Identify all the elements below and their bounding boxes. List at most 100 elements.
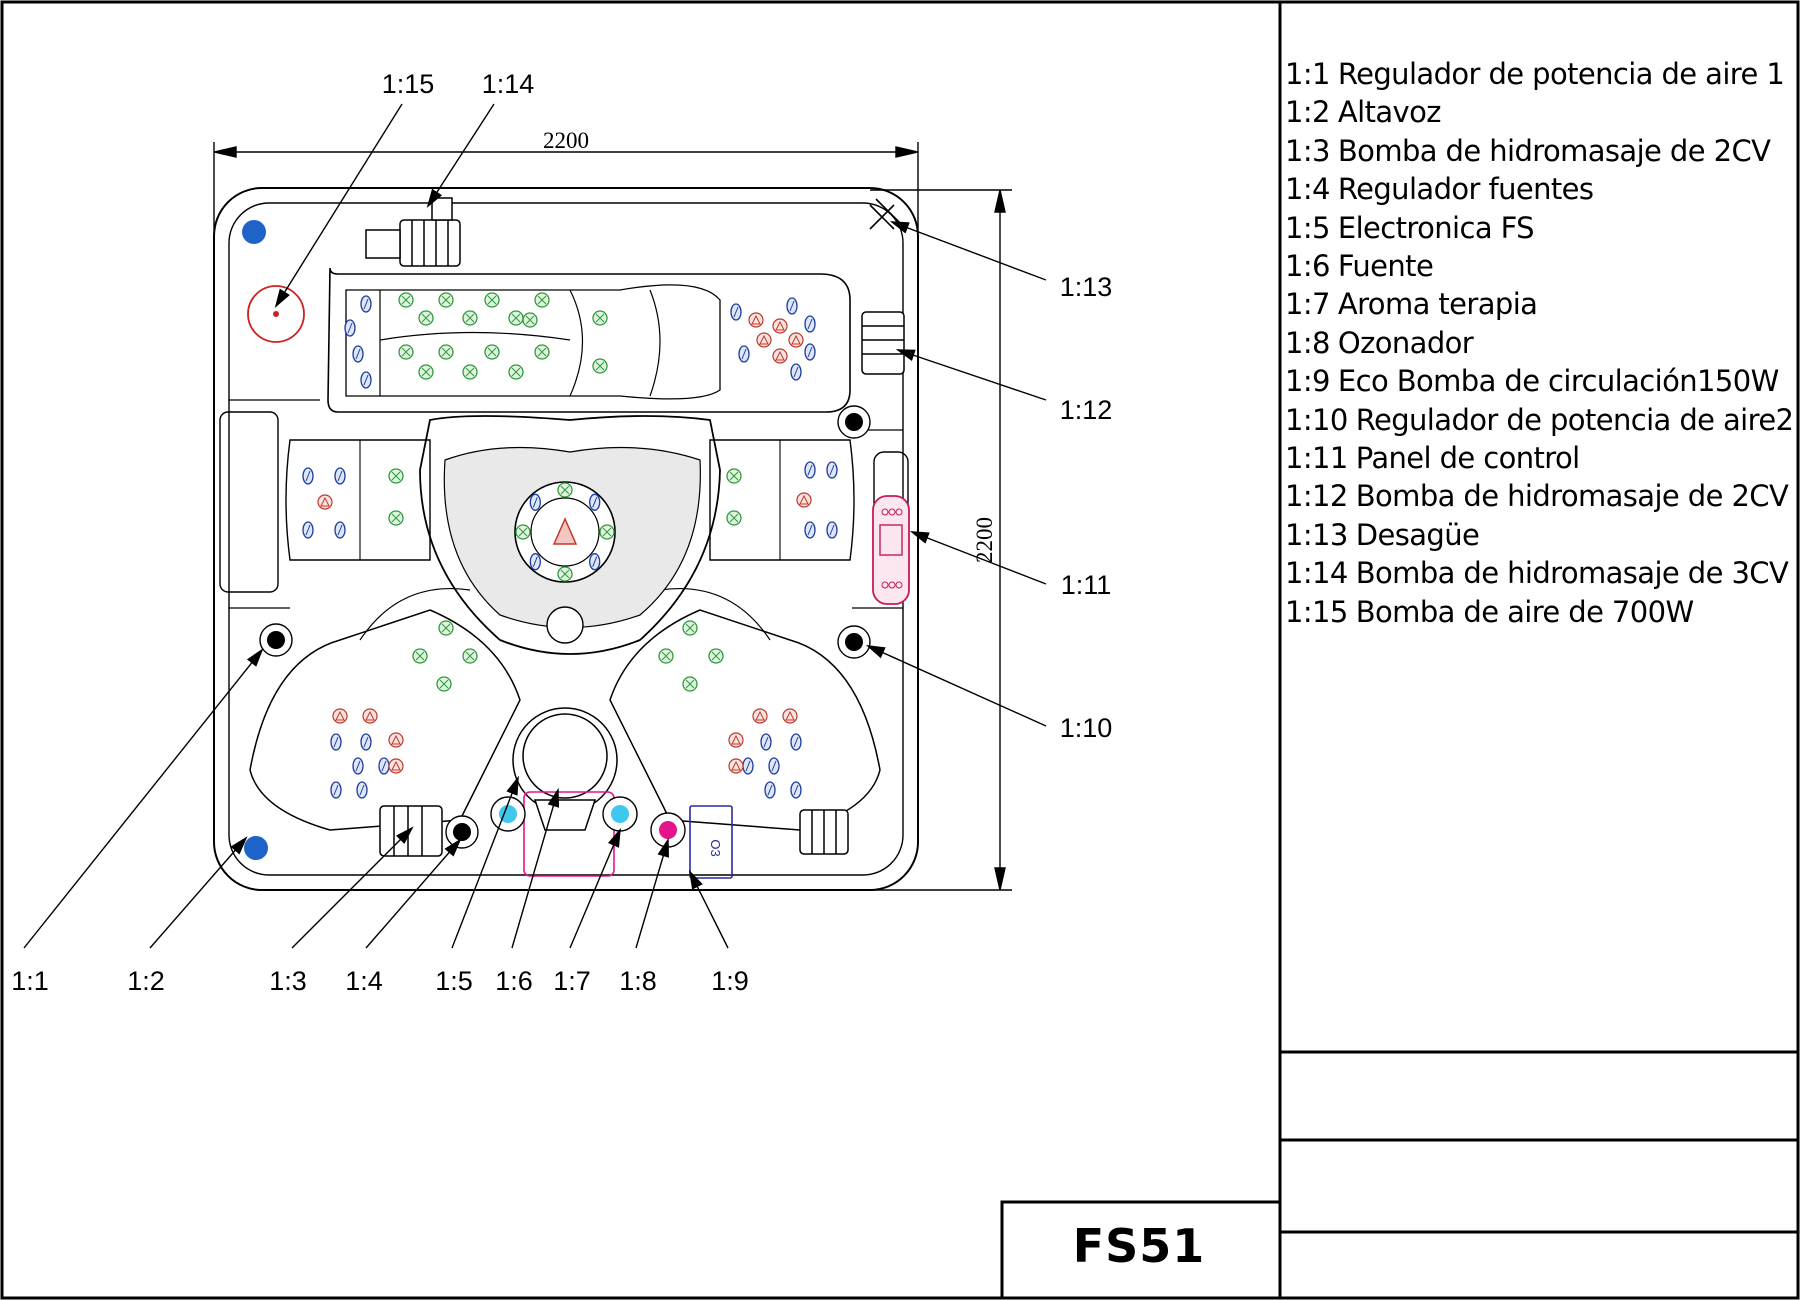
fountain: [602, 796, 638, 832]
massage-jet-green: [484, 292, 500, 308]
air-regulator: [259, 623, 293, 657]
massage-jet-green: [557, 482, 573, 498]
massage-jet-blue: [760, 733, 772, 751]
pump-3hp-top: [399, 219, 461, 267]
leader-1-15-line: [275, 103, 403, 307]
leader-1-11-line: [911, 531, 1047, 585]
massage-jet-blue: [352, 757, 364, 775]
pump-2hp-right: [861, 311, 905, 375]
callout-1-13: 1:13: [1060, 272, 1113, 302]
leader-lines: [23, 103, 1047, 949]
massage-jet-green: [592, 310, 608, 326]
massage-jet-green: [682, 620, 698, 636]
speaker: [244, 836, 268, 860]
massage-jet-green: [438, 292, 454, 308]
massage-jet-blue: [764, 781, 776, 799]
callout-1-7: 1:7: [553, 966, 591, 996]
height-dimension: 2200: [972, 517, 997, 563]
massage-jet-blue: [742, 757, 754, 775]
massage-jet-green: [508, 310, 524, 326]
massage-jet-green: [708, 648, 724, 664]
massage-jet-blue: [804, 343, 816, 361]
massage-jet-green: [398, 344, 414, 360]
ozonator-box: [689, 805, 733, 879]
callout-1-15: 1:15: [382, 69, 435, 99]
massage-jet-green: [557, 566, 573, 582]
massage-jet-green: [436, 676, 452, 692]
leader-1-10-line: [867, 645, 1047, 727]
massage-jet-red: [788, 332, 804, 348]
leader-1-12-line: [897, 349, 1047, 401]
leader-1-6-line: [511, 789, 559, 949]
massage-jet-red: [388, 758, 404, 774]
massage-jet-blue: [790, 781, 802, 799]
ozonator-mark: O3: [708, 839, 723, 856]
massage-jet-red: [332, 708, 348, 724]
massage-jet-red: [362, 708, 378, 724]
callout-1-1: 1:1: [11, 966, 49, 996]
fountain: [490, 796, 526, 832]
speaker: [242, 220, 266, 244]
leader-1-10-arrow: [865, 645, 886, 659]
massage-jet-blue: [344, 319, 356, 337]
massage-jet-blue: [738, 345, 750, 363]
air-pump-dot: [273, 311, 279, 317]
callout-1-11: 1:11: [1061, 570, 1112, 600]
leader-1-3-arrow: [395, 826, 414, 845]
leader-1-13-line: [891, 221, 1047, 281]
massage-jet-red: [748, 312, 764, 328]
massage-jet-blue: [360, 295, 372, 313]
callout-1-6: 1:6: [495, 966, 533, 996]
massage-jet-blue: [360, 733, 372, 751]
massage-jet-blue: [352, 345, 364, 363]
massage-jet-blue: [786, 297, 798, 315]
massage-jet-green: [438, 344, 454, 360]
leader-1-7-arrow: [608, 827, 621, 848]
massage-jet-blue: [589, 553, 601, 571]
massage-jet-red: [796, 492, 812, 508]
massage-jet-green: [515, 524, 531, 540]
callout-1-2: 1:2: [127, 966, 165, 996]
massage-jet-green: [398, 292, 414, 308]
footwell-texture: [443, 446, 701, 644]
massage-jet-green: [462, 364, 478, 380]
model-name: FS51: [1072, 1219, 1206, 1273]
massage-jet-red: [772, 348, 788, 364]
massage-jet-blue: [804, 315, 816, 333]
massage-jet-red: [317, 494, 333, 510]
leader-1-9-arrow: [688, 869, 703, 890]
air-pump-ring: [247, 285, 305, 343]
leader-1-8-arrow: [657, 837, 669, 858]
massage-jet-green: [592, 358, 608, 374]
massage-jet-green: [484, 344, 500, 360]
leader-1-1-arrow: [246, 648, 264, 667]
massage-jet-blue: [826, 521, 838, 539]
leader-1-13-arrow: [889, 221, 910, 234]
callout-1-4: 1:4: [345, 966, 383, 996]
massage-jet-blue: [334, 467, 346, 485]
massage-jet-blue: [330, 733, 342, 751]
massage-jet-blue: [334, 521, 346, 539]
massage-jet-blue: [790, 733, 802, 751]
massage-jet-red: [728, 732, 744, 748]
massage-jet-green: [438, 620, 454, 636]
massage-jet-blue: [378, 757, 390, 775]
massage-jet-green: [412, 648, 428, 664]
massage-jet-blue: [529, 493, 541, 511]
fountain-regulator: [445, 815, 479, 849]
massage-jet-blue: [356, 781, 368, 799]
leader-1-6-arrow: [547, 787, 560, 808]
electronics-box: [523, 791, 615, 877]
callout-1-3: 1:3: [269, 966, 307, 996]
